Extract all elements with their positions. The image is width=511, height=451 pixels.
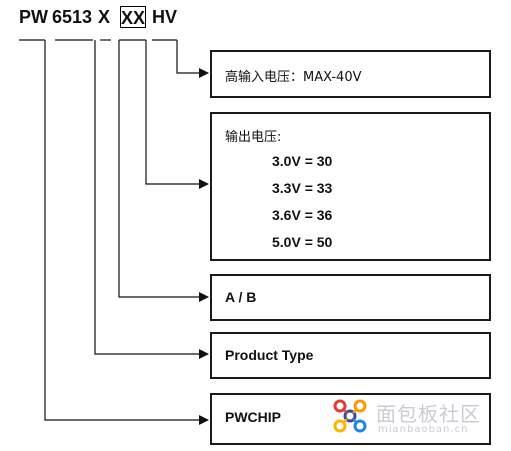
voltage-option: 3.3V = 33 xyxy=(272,180,333,196)
part-voltage-code: XX xyxy=(120,6,146,28)
part-suffix: HV xyxy=(152,7,178,27)
connector-ab xyxy=(118,40,209,302)
product-type-label: Product Type xyxy=(225,347,314,363)
voltage-title: 输出电压: xyxy=(225,130,282,145)
watermark-title: 面包板社区 xyxy=(376,402,481,426)
part-type-code: X xyxy=(98,7,111,27)
ab-box: A / B xyxy=(210,274,491,321)
hv-label: 高输入电压：MAX-40V xyxy=(225,70,362,85)
watermark-logo-icon xyxy=(333,399,367,433)
voltage-box: 输出电压: 3.0V = 30 3.3V = 33 3.6V = 36 5.0V… xyxy=(210,112,491,261)
product-type-box: Product Type xyxy=(210,332,491,379)
ab-label: A / B xyxy=(225,289,257,305)
hv-box: 高输入电压：MAX-40V xyxy=(210,50,491,98)
connector-brand xyxy=(44,40,209,425)
voltage-option: 3.0V = 30 xyxy=(272,153,333,169)
connector-hv xyxy=(176,40,209,78)
connector-product-type xyxy=(94,40,209,359)
watermark: 面包板社区 mianbaoban.cn xyxy=(330,396,500,440)
part-prefix: PW xyxy=(19,7,48,27)
watermark-subtitle: mianbaoban.cn xyxy=(378,424,469,435)
voltage-option: 3.6V = 36 xyxy=(272,207,333,223)
brand-label: PWCHIP xyxy=(225,409,281,425)
connector-voltage xyxy=(145,40,209,189)
voltage-option: 5.0V = 50 xyxy=(272,234,333,250)
brand-box: PWCHIP xyxy=(210,393,491,445)
part-series: 6513 xyxy=(52,7,93,27)
